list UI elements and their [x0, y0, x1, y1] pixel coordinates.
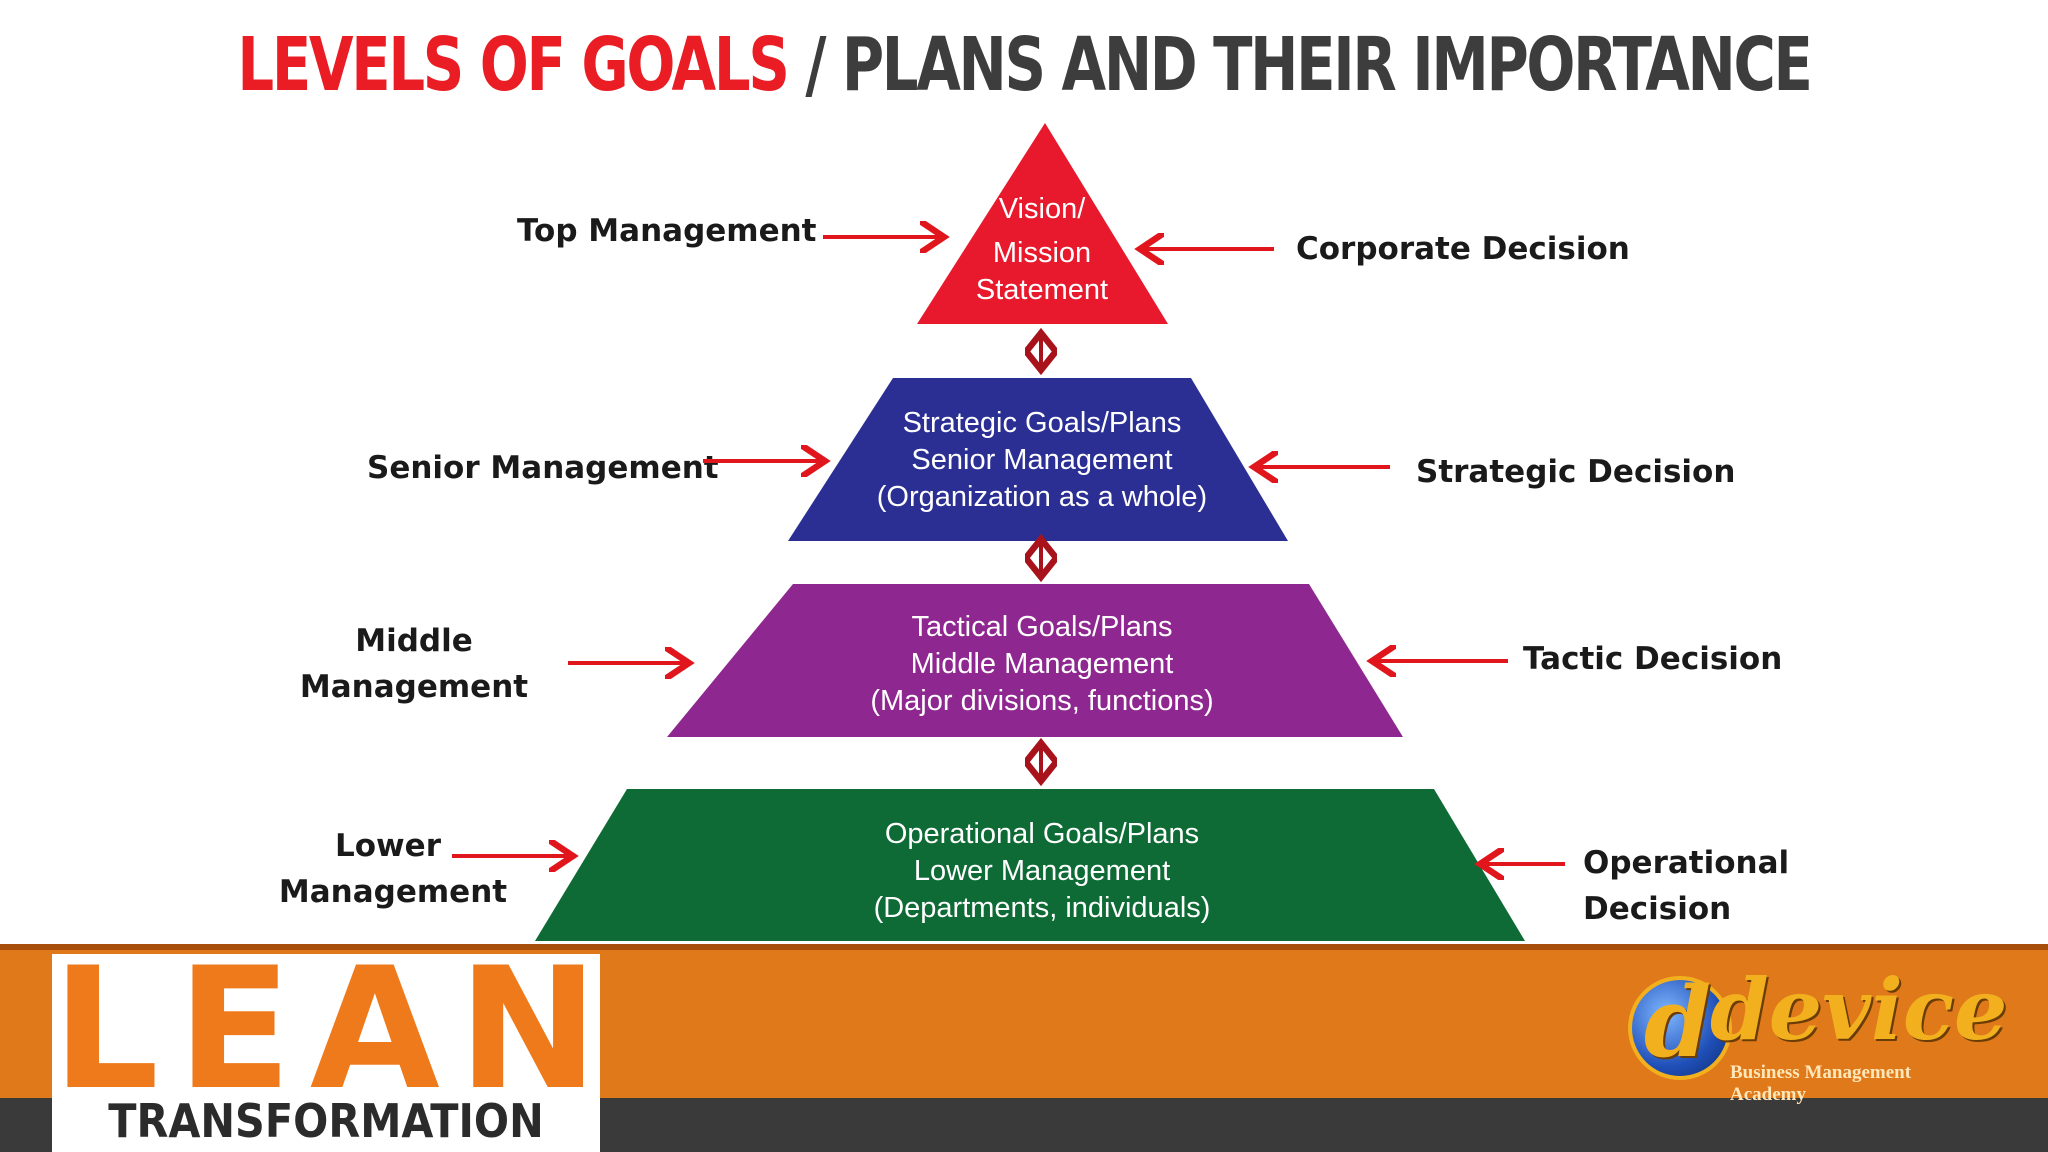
operational-goals-tier	[535, 789, 1525, 941]
operational-tier-line-3: (Departments, individuals)	[874, 892, 1211, 924]
strategic-tier-line-2: Senior Management	[911, 444, 1172, 476]
strategic-goals-tier	[788, 378, 1288, 541]
brand-letter-d: d	[1644, 966, 1712, 1079]
page-title: LEVELS OF GOALS / PLANS AND THEIR IMPORT…	[225, 22, 1822, 108]
label-middle-management-line-2: Management	[300, 669, 528, 705]
label-operational-decision-line-2: Decision	[1583, 891, 1731, 927]
label-senior-management: Senior Management	[367, 450, 719, 486]
operational-tier-line-1: Operational Goals/Plans	[885, 818, 1199, 850]
label-strategic-decision: Strategic Decision	[1416, 454, 1735, 490]
brand-name: device	[1710, 960, 2008, 1059]
title-part-2: / PLANS AND THEIR IMPORTANCE	[787, 22, 1813, 108]
vision-tier-line-2: Mission	[993, 237, 1091, 269]
vision-tier-line-1: Vision/	[999, 193, 1086, 225]
label-lower-management-line-1: Lower	[335, 828, 442, 864]
label-tactic-decision: Tactic Decision	[1523, 641, 1782, 677]
tactical-tier-line-1: Tactical Goals/Plans	[911, 611, 1172, 643]
footer-divider	[0, 944, 2048, 950]
label-middle-management-line-1: Middle	[355, 623, 473, 659]
label-operational-decision-line-1: Operational	[1583, 845, 1789, 881]
tactical-goals-tier	[667, 584, 1403, 737]
strategic-tier-line-1: Strategic Goals/Plans	[903, 407, 1182, 439]
operational-tier-line-2: Lower Management	[914, 855, 1170, 887]
strategic-tier-line-3: (Organization as a whole)	[877, 481, 1207, 513]
globe-icon	[1628, 976, 1732, 1080]
lean-logo-word: LEAN	[52, 931, 617, 1127]
vision-tier-line-3: Statement	[976, 274, 1108, 306]
tactical-tier-line-2: Middle Management	[911, 648, 1174, 680]
vision-mission-tier	[917, 123, 1168, 324]
label-corporate-decision: Corporate Decision	[1296, 231, 1630, 267]
lean-logo-subtitle: TRANSFORMATION	[108, 1094, 544, 1148]
pyramid-diagram: Vision/ Mission Statement Strategic Goal…	[279, 123, 1789, 941]
brand-tagline: Business Management Academy	[1730, 1062, 1912, 1105]
title-part-1: LEVELS OF GOALS	[237, 22, 790, 108]
tactical-tier-line-3: (Major divisions, functions)	[870, 685, 1213, 717]
label-lower-management-line-2: Management	[279, 874, 507, 910]
lean-transformation-logo: LEAN TRANSFORMATION	[52, 931, 617, 1152]
device-academy-logo: d device Business Management Academy	[1618, 960, 2008, 1105]
label-top-management: Top Management	[517, 213, 817, 249]
